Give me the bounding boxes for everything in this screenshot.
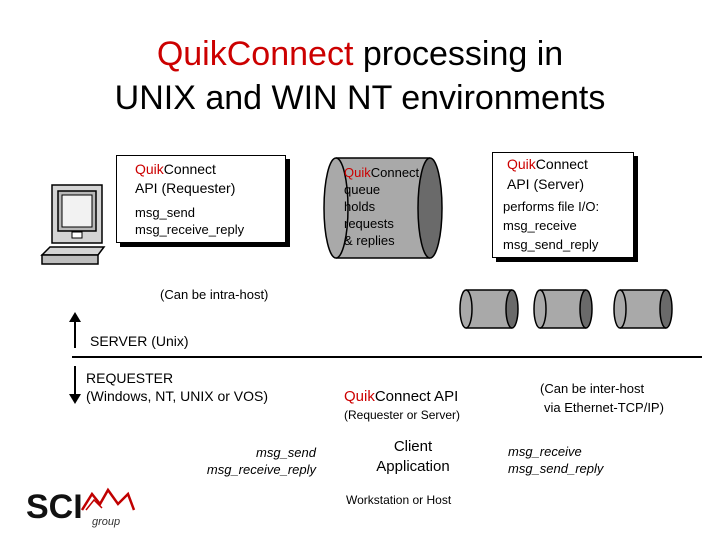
requester-label-line1: REQUESTER <box>86 370 174 386</box>
page-title-line2: UNIX and WIN NT environments <box>114 79 606 117</box>
left-call-receive-reply: msg_receive_reply <box>206 462 316 477</box>
queue-line1: queue <box>344 182 381 197</box>
down-arrow-icon <box>69 366 81 404</box>
server-label: SERVER (Unix) <box>90 333 189 349</box>
server-line1: performs file I/O: <box>503 199 600 214</box>
center-api-subtitle: (Requester or Server) <box>344 408 461 422</box>
disk-drum-3 <box>613 289 673 329</box>
server-brand: QuikConnect <box>507 156 588 172</box>
computer-icon <box>40 184 106 265</box>
inter-host-note-line1: (Can be inter-host <box>540 381 645 396</box>
sci-logo: SCI group <box>26 487 136 528</box>
requester-api-box: QuikConnect API (Requester) msg_send msg… <box>116 155 286 243</box>
logo-main: SCI <box>26 488 83 526</box>
center-api-title: QuikConnect API <box>344 388 459 405</box>
requester-brand: QuikConnect <box>135 161 216 177</box>
server-line3: msg_send_reply <box>503 237 599 252</box>
client-app-line1: Client <box>393 438 433 455</box>
left-call-send: msg_send <box>256 445 316 460</box>
queue-cylinder <box>323 157 443 259</box>
right-call-send-reply: msg_send_reply <box>508 461 604 476</box>
queue-line4: & replies <box>344 233 395 248</box>
requester-call-receive-reply: msg_receive_reply <box>135 222 245 237</box>
queue-line2: holds <box>344 199 376 214</box>
server-line2: msg_receive <box>503 218 577 233</box>
requester-role: API (Requester) <box>135 180 236 196</box>
client-app-line2: Application <box>376 458 450 475</box>
workstation-label: Workstation or Host <box>346 493 452 507</box>
queue-line3: requests <box>344 216 394 231</box>
up-arrow-icon <box>69 312 81 348</box>
intra-host-note: (Can be intra-host) <box>160 287 269 302</box>
server-api-box: QuikConnect API (Server) performs file I… <box>492 152 634 258</box>
right-call-receive: msg_receive <box>508 444 582 459</box>
inter-host-note-line2: via Ethernet-TCP/IP) <box>544 400 664 415</box>
disk-drum-2 <box>533 289 593 329</box>
requester-label-line2: (Windows, NT, UNIX or VOS) <box>86 388 269 404</box>
logo-sub: group <box>92 516 120 528</box>
server-role: API (Server) <box>507 176 585 192</box>
requester-call-send: msg_send <box>135 205 195 220</box>
page-title: QuikConnect processing in <box>156 35 564 73</box>
queue-brand: QuikConnect <box>344 165 420 180</box>
disk-drum-1 <box>459 289 519 329</box>
